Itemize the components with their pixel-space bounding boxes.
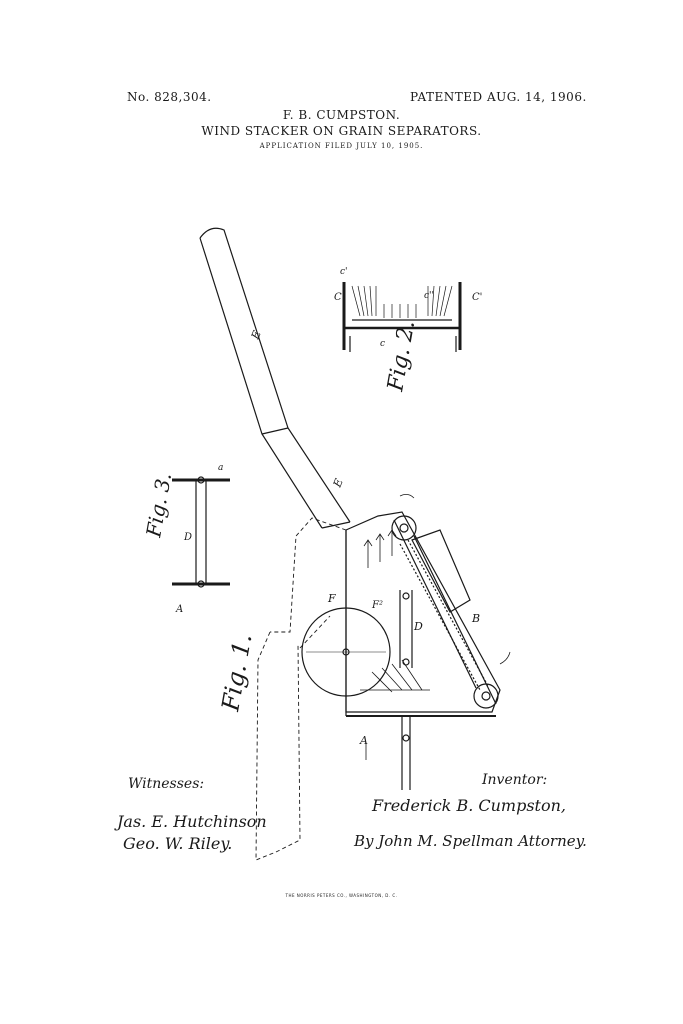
witness-2-signature: Geo. W. Riley. [123,834,233,853]
fig1-stacker-tube [199,227,351,529]
label-c-prime-small: c' [340,267,348,277]
label-d: D [413,620,423,633]
witnesses-label: Witnesses: [128,776,205,792]
application-filed: APPLICATION FILED JULY 10, 1905. [259,142,424,150]
label-f2: F² [371,600,383,611]
label-e: E [248,329,263,342]
fig1-housing [345,494,511,790]
label-c: C [334,292,342,303]
label-e-lower: E [330,477,345,490]
fig1-fan [301,607,391,697]
printer-credit: THE NORRIS PETERS CO., WASHINGTON, D. C. [285,893,398,898]
label-b: B [471,612,480,625]
patent-title: WIND STACKER ON GRAIN SEPARATORS. [201,124,482,138]
patent-number: No. 828,304. [127,90,212,104]
label-c-prime: C' [472,292,482,303]
label-f: F [327,592,336,605]
inventor-label: Inventor: [482,772,548,788]
attorney-signature: By John M. Spellman Attorney. [354,832,587,850]
fig1-caption: Fig. 1. [216,632,257,715]
fig2-trough [342,282,462,352]
fig2-caption: Fig. 2. [383,318,420,394]
label-a-small: a [218,463,223,473]
label-c-small: c [380,339,385,349]
witness-1-signature: Jas. E. Hutchinson [117,812,267,831]
label-a: A [359,734,368,747]
inventor-signature: Frederick B. Cumpston, [372,796,566,815]
fig3-section [172,476,230,588]
label-c-double: c'' [424,291,434,301]
fig3-caption: Fig. 3. [141,471,176,540]
label-fig3-a: A [175,604,183,615]
inventor-name: F. B. CUMPSTON. [282,108,401,122]
patented-date: PATENTED AUG. 14, 1906. [410,90,587,104]
fig1-dashed-position [255,517,347,861]
label-fig3-d: D [183,532,192,543]
